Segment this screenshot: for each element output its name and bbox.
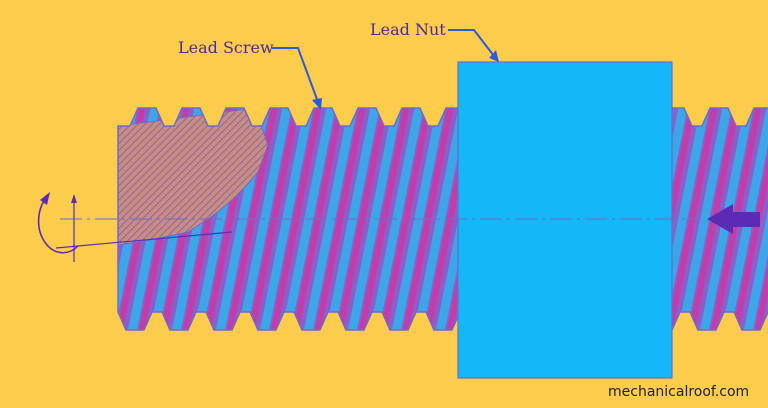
thread-stripe — [302, 108, 359, 330]
lead-screw-leader — [272, 47, 319, 103]
screw-outline — [117, 107, 768, 331]
lead-screw-leader-arrowhead — [312, 98, 322, 110]
thread-stripe — [368, 108, 425, 330]
lead-screw-label: Lead Screw — [178, 38, 274, 57]
thread-stripe — [390, 108, 447, 330]
rotation-arrow-icon — [37, 192, 233, 262]
thread-stripe — [236, 108, 293, 330]
thread-stripe — [742, 108, 768, 330]
thread-stripe — [346, 108, 403, 330]
left-arrow-icon — [707, 204, 760, 234]
thread-stripe — [357, 108, 411, 330]
lead-nut-leader-arrowhead — [489, 50, 499, 62]
thread-stripe — [324, 108, 381, 330]
thread-stripe — [313, 108, 367, 330]
thread-stripe — [401, 108, 455, 330]
thread-stripe — [258, 108, 315, 330]
thread-stripe — [60, 100, 117, 340]
watermark: mechanicalroof.com — [608, 384, 750, 400]
thread-stripe — [269, 108, 323, 330]
thread-stripe — [225, 108, 279, 330]
thread-stripe — [379, 108, 433, 330]
lead-nut — [457, 61, 673, 379]
thread-stripe — [753, 108, 768, 330]
thread-stripe — [676, 108, 733, 330]
thread-stripe — [247, 108, 301, 330]
thread-stripe — [412, 108, 469, 330]
thread-stripe — [118, 108, 125, 330]
thread-stripe — [280, 108, 337, 330]
thread-stripe — [335, 108, 389, 330]
lead-nut-leader — [448, 29, 495, 57]
lead-nut-label: Lead Nut — [370, 20, 446, 39]
thread-stripe — [291, 108, 345, 330]
thread-stripe — [665, 108, 719, 330]
